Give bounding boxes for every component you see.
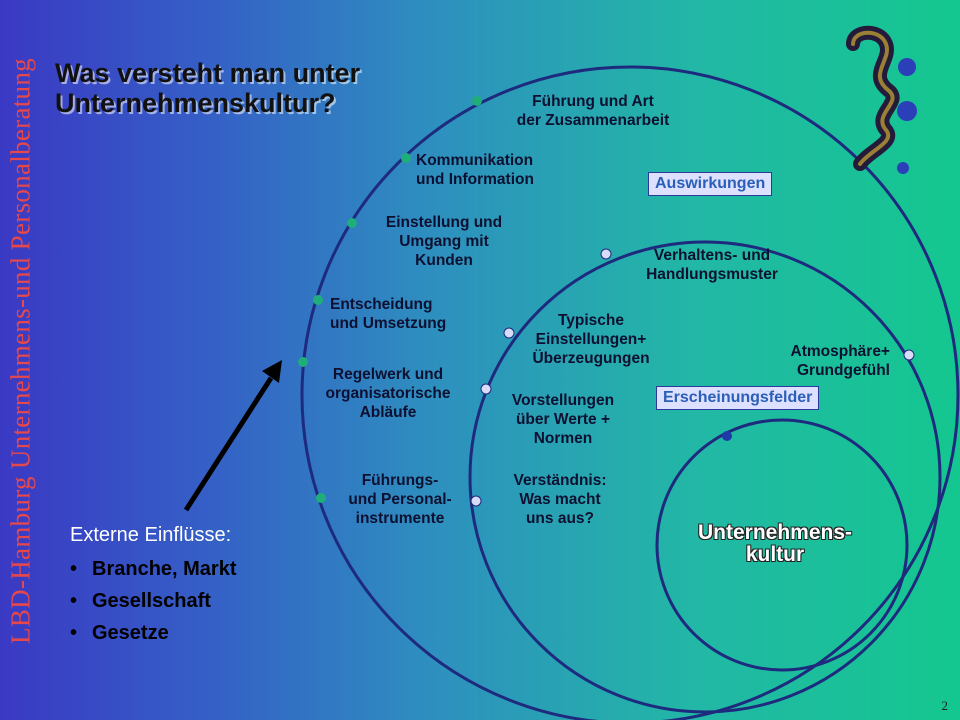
middle-ring-label: Verständnis: Was macht uns aus? <box>490 471 630 528</box>
label-line: Regelwerk und <box>332 366 444 383</box>
label-line: und Personal- <box>348 491 452 508</box>
label-line: uns aus? <box>525 510 595 527</box>
label-line: Unternehmens- <box>697 521 853 544</box>
slide-title: Was versteht man unter Unternehmenskultu… <box>55 58 360 118</box>
influence-arrow-head <box>262 360 282 383</box>
label-line: der Zusammenarbeit <box>516 112 670 129</box>
page-number: 2 <box>941 698 949 713</box>
core-label: Unternehmens-kultur <box>660 522 890 566</box>
list-item: • Branche, Markt <box>70 553 237 585</box>
outer-dot <box>347 218 357 228</box>
middle-ring <box>468 240 942 714</box>
bullet-icon: • <box>70 558 78 580</box>
core-ring <box>655 418 909 672</box>
middle-ring-label: Vorstellungen über Werte + Normen <box>492 391 634 448</box>
title-line-1: Was versteht man unter <box>55 58 361 88</box>
label-line: Einstellungen+ <box>535 331 647 348</box>
label-line: Umgang mit <box>399 233 489 250</box>
outer-dot <box>298 357 308 367</box>
external-influences: Externe Einflüsse: • Branche, Markt • Gese… <box>70 524 237 649</box>
list-item: • Gesellschaft <box>70 585 237 617</box>
middle-dot <box>600 248 612 260</box>
list-item-text: Gesellschaft <box>92 590 211 612</box>
tag-auswirkungen: Auswirkungen <box>648 172 773 196</box>
label-line: Kommunikation <box>416 152 534 169</box>
label-line: Was macht <box>519 491 601 508</box>
outer-ring-label: Führung und Art der Zusammenarbeit <box>478 92 708 130</box>
label-line: Handlungsmuster <box>646 266 778 283</box>
outer-ring-label: Entscheidung und Umsetzung <box>330 295 446 333</box>
outer-ring <box>300 65 960 720</box>
outer-ring-label: Führungs-und Personal-instrumente <box>325 471 475 528</box>
label-line: Atmosphäre+ <box>790 343 891 360</box>
label-line: Kunden <box>415 252 473 269</box>
influence-arrow-shaft <box>183 376 274 512</box>
core-dot <box>722 431 732 441</box>
label-line: Grundgefühl <box>797 362 890 379</box>
outer-dot <box>472 96 482 106</box>
title-line-2: Unternehmenskultur? <box>55 88 336 118</box>
label-line: instrumente <box>355 510 445 527</box>
label-line: über Werte + <box>515 411 611 428</box>
label-line: Verständnis: <box>513 472 607 489</box>
outer-dot <box>316 493 326 503</box>
label-line: Vorstellungen <box>511 392 615 409</box>
label-line: Führungs- <box>361 472 439 489</box>
list-item-text: Branche, Markt <box>92 558 237 580</box>
label-line: Normen <box>533 430 593 447</box>
label-line: und Information <box>416 171 534 188</box>
label-line: Überzeugungen <box>532 350 650 367</box>
label-line: Abläufe <box>359 404 417 421</box>
question-mark-icon <box>846 25 917 174</box>
label-line: Führung und Art <box>532 93 654 110</box>
list-item: • Gesetze <box>70 617 237 649</box>
external-influences-list: • Branche, Markt • Gesellschaft • Gesetze <box>70 553 237 649</box>
bullet-icon: • <box>70 590 78 612</box>
middle-dot <box>903 349 915 361</box>
label-line: organisatorische <box>325 385 451 402</box>
middle-ring-label: Atmosphäre+ Grundgefühl <box>720 342 891 380</box>
middle-dot <box>480 383 492 395</box>
outer-dot <box>401 153 411 163</box>
list-item-text: Gesetze <box>92 622 169 644</box>
label-line: Typische <box>557 312 625 329</box>
label-line: Entscheidung <box>330 296 433 313</box>
external-influences-heading: Externe Einflüsse: <box>70 524 232 546</box>
middle-dot <box>470 495 482 507</box>
label-line: und Umsetzung <box>330 315 447 332</box>
label-line: Verhaltens- und <box>653 247 771 264</box>
outer-dot <box>313 295 323 305</box>
outer-ring-label: Kommunikation und Information <box>416 151 534 189</box>
label-line: Einstellung und <box>385 214 503 231</box>
middle-dot <box>503 327 515 339</box>
tag-erscheinungsfelder: Erscheinungsfelder <box>656 386 820 410</box>
label-line: kultur <box>745 543 805 566</box>
bullet-icon: • <box>70 622 78 644</box>
